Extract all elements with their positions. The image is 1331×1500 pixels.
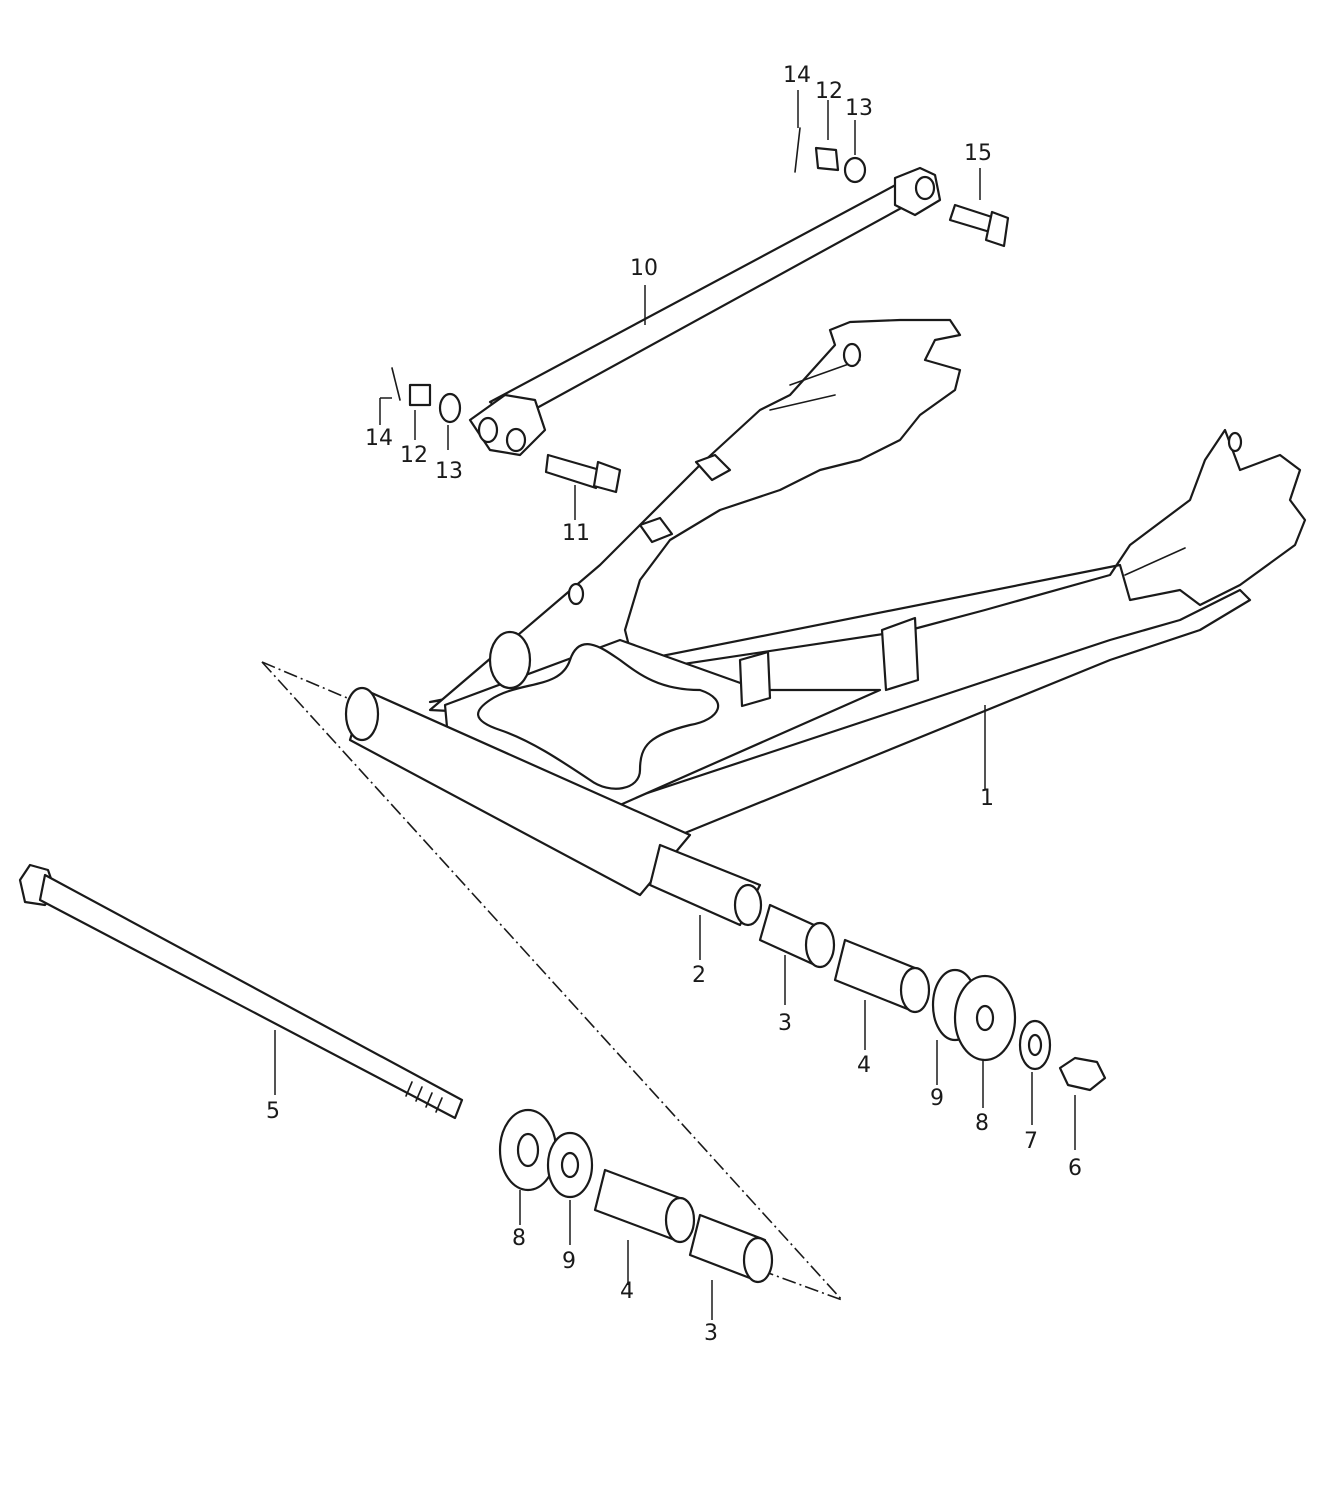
callout-4-left: 4 <box>620 1279 634 1304</box>
callout-8-right: 8 <box>975 1111 989 1136</box>
callout-15: 15 <box>964 141 992 166</box>
bolt-part-11 <box>544 453 622 494</box>
callout-3-left: 3 <box>704 1321 718 1346</box>
right-bearing-stack <box>758 903 1107 1092</box>
callout-13-lower: 13 <box>435 459 463 484</box>
callout-3-right: 3 <box>778 1011 792 1036</box>
bolt-part-15 <box>948 203 1010 248</box>
upper-fasteners <box>794 127 867 184</box>
left-bearing-stack <box>498 1108 774 1284</box>
callout-14-upper: 14 <box>783 63 811 88</box>
callout-9-left: 9 <box>562 1249 576 1274</box>
assembly-axis-lines <box>261 661 843 1301</box>
callout-1: 1 <box>980 786 994 811</box>
callout-12-upper: 12 <box>815 79 843 104</box>
callout-8-left: 8 <box>512 1226 526 1251</box>
swing-arm-frame <box>344 318 1307 927</box>
callout-13-upper: 13 <box>845 96 873 121</box>
callout-11: 11 <box>562 521 590 546</box>
callout-labels: 1 2 3 4 9 8 7 6 5 8 9 4 3 10 11 15 14 12… <box>266 63 1082 1346</box>
callout-7: 7 <box>1024 1129 1038 1154</box>
lower-fasteners <box>391 367 462 424</box>
pivot-axle <box>18 863 464 1120</box>
leader-lines <box>274 90 1076 1320</box>
callout-9-right: 9 <box>930 1086 944 1111</box>
callout-2: 2 <box>692 963 706 988</box>
callout-14-lower: 14 <box>365 426 393 451</box>
callout-5: 5 <box>266 1099 280 1124</box>
callout-6: 6 <box>1068 1156 1082 1181</box>
callout-10: 10 <box>630 256 658 281</box>
callout-12-lower: 12 <box>400 443 428 468</box>
callout-4-right: 4 <box>857 1053 871 1078</box>
torque-rod <box>468 166 942 457</box>
